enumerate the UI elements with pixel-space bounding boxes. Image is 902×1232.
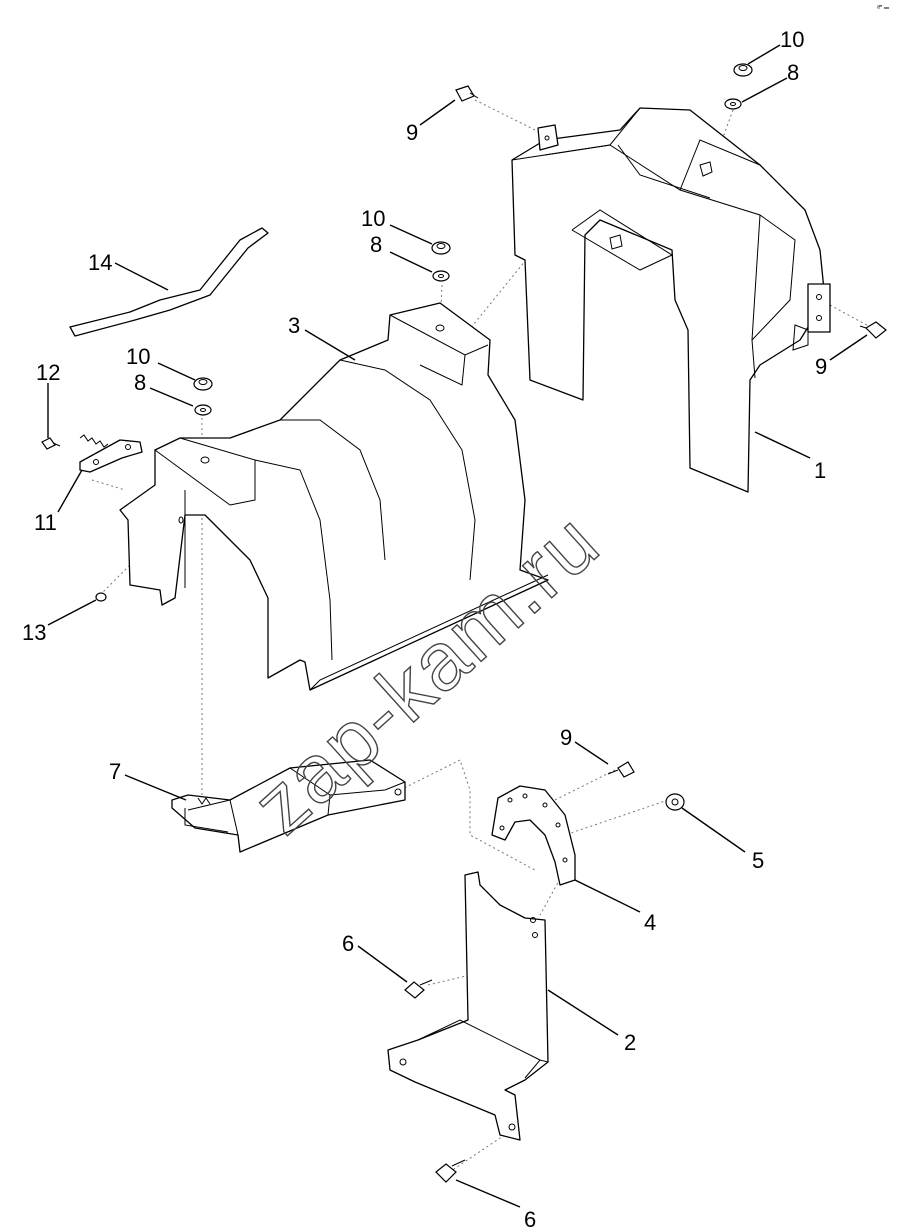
washer-8-left-icon xyxy=(194,404,212,416)
callout-4: 4 xyxy=(644,910,656,935)
callout-5: 5 xyxy=(752,848,764,873)
callout-7: 7 xyxy=(109,759,121,784)
callout-9-bottom: 9 xyxy=(560,725,572,750)
part-11-bracket xyxy=(79,434,143,473)
callout-14: 14 xyxy=(88,250,112,275)
callout-6-bottom: 6 xyxy=(524,1207,536,1232)
bolt-9-top-icon xyxy=(455,85,479,102)
part-3-main-shroud xyxy=(119,302,549,691)
corner-mark: ᵃ‴ ═ xyxy=(877,5,889,12)
callout-6-top: 6 xyxy=(342,931,354,956)
fasteners xyxy=(41,63,887,1183)
callout-10-left: 10 xyxy=(126,344,150,369)
nut-13-icon xyxy=(95,592,107,602)
nut-5-icon xyxy=(665,793,685,811)
callout-11: 11 xyxy=(34,510,57,535)
part-1-rear-shroud xyxy=(511,107,831,493)
nut-10-left-icon xyxy=(193,377,213,391)
bolt-9-bottom-icon xyxy=(607,761,635,778)
nut-10-right-icon xyxy=(733,63,753,77)
callout-10-right: 10 xyxy=(780,27,804,52)
callout-3: 3 xyxy=(288,313,300,338)
washer-8-middle-icon xyxy=(432,270,450,282)
callout-8-right: 8 xyxy=(787,60,799,85)
part-7-lower-bracket xyxy=(171,759,406,853)
callout-labels: 1 2 3 4 5 6 6 7 8 8 8 9 9 9 10 10 10 11 … xyxy=(22,27,827,1232)
callout-1: 1 xyxy=(814,458,826,483)
bolt-6-bottom-icon xyxy=(435,1159,466,1183)
callout-9-right: 9 xyxy=(815,354,827,379)
callout-10-middle: 10 xyxy=(361,206,385,231)
bolt-6-top-icon xyxy=(404,979,433,999)
callout-2: 2 xyxy=(624,1030,636,1055)
part-4-plate xyxy=(491,785,576,886)
callout-8-left: 8 xyxy=(134,370,146,395)
leader-lines xyxy=(47,44,868,1208)
callout-12: 12 xyxy=(36,360,60,385)
bolt-9-right-icon xyxy=(859,321,887,339)
nut-10-middle-icon xyxy=(431,241,451,255)
callout-9-top: 9 xyxy=(406,120,418,145)
screw-12-icon xyxy=(41,437,61,450)
part-2-support-bracket xyxy=(387,871,549,1141)
callout-13: 13 xyxy=(22,620,46,645)
part-14-strap xyxy=(69,227,269,337)
washer-8-right-icon xyxy=(724,98,742,110)
callout-8-middle: 8 xyxy=(370,232,382,257)
